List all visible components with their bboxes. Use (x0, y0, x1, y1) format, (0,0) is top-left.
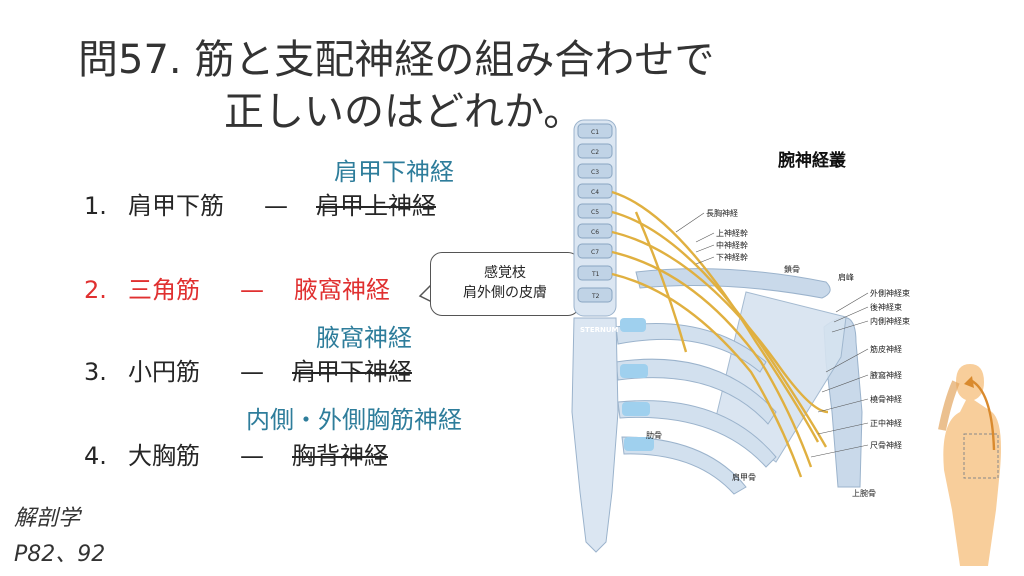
callout-line-1: 感覚枝 (484, 265, 526, 281)
clavicle-bone (635, 268, 831, 299)
reference-book: 解剖学 (14, 506, 81, 531)
label-long-thoracic: 長胸神経 (706, 208, 738, 218)
rib-4 (621, 436, 747, 495)
arm-raise-arrow (969, 378, 996, 451)
label-ulnar: 尺骨神経 (870, 440, 902, 450)
sternum-label: STERNUM (580, 326, 619, 334)
label-lower-trunk: 下神経幹 (716, 252, 748, 262)
label-clavicle: 鎖骨 (784, 264, 800, 274)
label-medial-cord: 内側神経束 (870, 316, 910, 326)
arrow-head-icon (964, 376, 974, 388)
option-3-correction: 腋窩神経 (316, 324, 412, 352)
vertebra-c1: C1 (591, 129, 599, 136)
callout-bubble: 感覚枝 肩外側の皮膚 (430, 252, 580, 316)
rib-2 (615, 358, 777, 425)
label-acromion: 肩峰 (838, 272, 854, 282)
callout-tail (418, 283, 433, 303)
vertebra-c6: C6 (591, 229, 599, 236)
option-3-number: 3. (84, 358, 107, 386)
option-1-dash: — (264, 192, 288, 220)
label-rib: 肋骨 (646, 430, 662, 440)
costal-cartilage-3 (622, 402, 650, 416)
label-median: 正中神経 (870, 418, 902, 428)
label-axillary: 腋窩神経 (870, 370, 902, 380)
leader-lines (675, 212, 869, 458)
reference-pages: P82、92 (14, 542, 106, 567)
option-4-correction: 内側・外側胸筋神経 (246, 406, 462, 434)
title-line-1: 問57. 筋と支配神経の組み合わせで (78, 37, 715, 83)
title-line-2: 正しいのはどれか。 (224, 89, 584, 135)
option-4-muscle: 大胸筋 (128, 442, 200, 470)
brachial-plexus-diagram: C1 C2 C3 C4 C5 C6 C7 T1 T2 STERNUM 長胸神経 … (571, 119, 910, 553)
option-4: 4. 大胸筋 — 胸背神経 (84, 436, 388, 471)
costal-cartilage-1 (620, 318, 646, 332)
label-lateral-cord: 外側神経束 (870, 288, 910, 298)
vertebra-t1: T1 (591, 271, 600, 278)
diagram-title: 腕神経叢 (778, 151, 846, 171)
label-upper-trunk: 上神経幹 (716, 228, 748, 238)
option-1-muscle: 肩甲下筋 (128, 192, 224, 220)
option-1-correction: 肩甲下神経 (334, 158, 454, 186)
vertebra-t2: T2 (591, 293, 600, 300)
nerve-bundle (611, 190, 829, 478)
label-humerus: 上腕骨 (852, 488, 876, 498)
option-1: 1. 肩甲下筋 — 肩甲上神経 (84, 186, 436, 221)
costal-cartilage-2 (620, 364, 648, 378)
label-middle-trunk: 中神経幹 (716, 240, 748, 250)
option-1-nerve: 肩甲上神経 (316, 192, 436, 220)
silhouette-hair (938, 380, 960, 431)
vertebra-c4: C4 (591, 189, 599, 196)
option-4-number: 4. (84, 442, 107, 470)
sternum-bone (571, 317, 619, 553)
option-3-nerve: 肩甲下神経 (292, 358, 412, 386)
option-4-nerve: 胸背神経 (292, 442, 388, 470)
label-scapula: 肩甲骨 (732, 472, 756, 482)
vertebra-c2: C2 (591, 149, 599, 156)
scapula-bone (715, 291, 847, 463)
vertebra-c5: C5 (591, 209, 599, 216)
option-3-dash: — (240, 358, 264, 386)
label-musculocutaneous: 筋皮神経 (870, 344, 902, 354)
option-2-muscle: 三角筋 (128, 276, 200, 304)
label-posterior-cord: 後神経束 (870, 302, 902, 312)
vertebra-c7: C7 (591, 249, 599, 256)
option-2-dash: — (240, 276, 264, 304)
costal-cartilage-4 (624, 437, 654, 451)
option-2-number: 2. (84, 276, 107, 304)
body-silhouette-figure (938, 364, 1001, 566)
vertebra-c3: C3 (591, 169, 599, 176)
option-2-nerve: 腋窩神経 (294, 276, 390, 304)
silhouette-body (943, 364, 1001, 566)
option-4-dash: — (240, 442, 264, 470)
rib-3 (617, 400, 777, 468)
option-2: 2. 三角筋 — 腋窩神経 (84, 270, 390, 305)
option-3: 3. 小円筋 — 肩甲下神経 (84, 352, 412, 387)
label-radial: 橈骨神経 (870, 394, 902, 404)
highlight-box (963, 433, 999, 479)
callout-line-2: 肩外側の皮膚 (463, 285, 547, 301)
question-title: 問57. 筋と支配神経の組み合わせで 正しいのはどれか。 (78, 34, 714, 138)
option-1-number: 1. (84, 192, 107, 220)
rib-1 (615, 323, 767, 373)
option-3-muscle: 小円筋 (128, 358, 200, 386)
